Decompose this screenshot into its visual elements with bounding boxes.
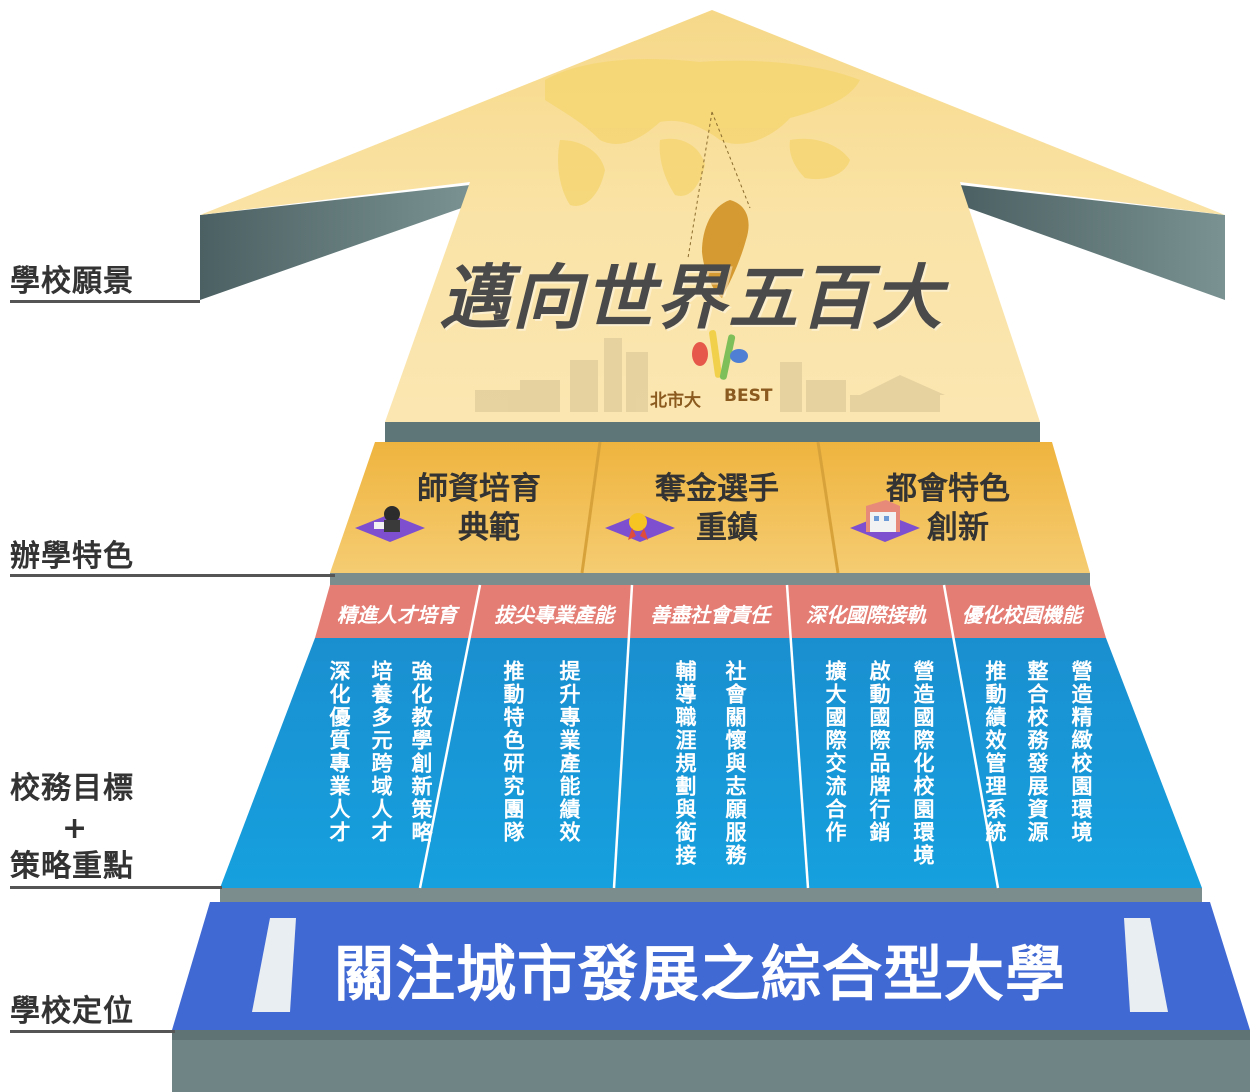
university-logo-icon xyxy=(692,330,748,380)
goal-social-item-2: 輔導職涯規劃與銜接 xyxy=(673,660,697,867)
goal-header-social: 善盡社會責任 xyxy=(650,603,770,627)
teacher-icon xyxy=(355,506,425,542)
feature-teacher-line1: 師資培育 xyxy=(417,471,541,507)
side-label-vision-underline xyxy=(10,300,200,303)
feature-urban-line1: 都會特色 xyxy=(886,471,1010,507)
goal-campus-item-3: 推動績效管理系統 xyxy=(983,660,1007,844)
left-pillar-icon xyxy=(252,918,296,1012)
side-label-strategy: 策略重點 xyxy=(10,849,134,884)
positioning-title: 關注城市發展之綜合型大學 xyxy=(334,940,1066,1010)
feature-teacher-education: 師資培育 典範 xyxy=(379,470,579,548)
city-building-icon xyxy=(850,500,920,542)
goal-research-item-1: 提升專業產能績效 xyxy=(557,660,581,844)
goal-header-research: 拔尖專業產能 xyxy=(494,603,614,627)
feature-athletes-line2: 重鎮 xyxy=(696,509,758,546)
side-label-goals: 校務目標 xyxy=(10,771,134,806)
goal-campus-item-2: 整合校務發展資源 xyxy=(1025,660,1049,844)
feature-urban-line2: 創新 xyxy=(927,509,989,546)
positioning-base xyxy=(172,1030,1250,1092)
logo-text-best: BEST xyxy=(724,386,773,406)
side-label-positioning: 學校定位 xyxy=(10,994,134,1029)
logo-text-chinese: 北市大 xyxy=(650,391,701,411)
vision-title: 邁向世界五百大 xyxy=(440,257,944,339)
goals-body xyxy=(220,638,1202,888)
side-label-goals-plus: + xyxy=(62,811,89,846)
city-skyline-icon xyxy=(475,338,945,412)
side-label-positioning-underline xyxy=(10,1030,175,1033)
goals-base xyxy=(220,888,1202,902)
features-band xyxy=(330,442,1090,573)
side-label-goals-underline xyxy=(10,886,222,889)
goal-international-item-1: 營造國際化校園環境 xyxy=(911,660,935,867)
goal-talent-item-1: 強化教學創新策略 xyxy=(409,660,433,844)
right-pillar-icon xyxy=(1124,918,1168,1012)
map-connector-lines xyxy=(687,111,751,259)
feature-teacher-line2: 典範 xyxy=(458,509,520,546)
world-map-icon xyxy=(545,59,860,206)
feature-gold-athletes: 奪金選手 重鎮 xyxy=(617,470,817,548)
feature-urban-innovation: 都會特色 創新 xyxy=(848,470,1048,548)
goal-international-item-3: 擴大國際交流合作 xyxy=(823,660,847,844)
side-label-features: 辦學特色 xyxy=(10,539,134,574)
goal-header-talent: 精進人才培育 xyxy=(337,603,457,627)
goals-header-band xyxy=(315,585,1106,638)
side-label-vision: 學校願景 xyxy=(10,264,134,299)
goal-research-item-2: 推動特色研究團隊 xyxy=(501,660,525,844)
goal-international-item-2: 啟動國際品牌行銷 xyxy=(867,660,891,844)
vision-arrow-base xyxy=(385,422,1040,442)
goals-separators xyxy=(418,584,1000,889)
goal-talent-item-2: 培養多元跨域人才 xyxy=(369,660,393,844)
goal-social-item-1: 社會關懷與志願服務 xyxy=(723,660,747,867)
goal-campus-item-1: 營造精緻校園環境 xyxy=(1069,660,1093,844)
arrow-wing-sides xyxy=(200,185,1225,300)
taiwan-map-icon xyxy=(702,200,749,298)
goal-header-campus: 優化校園機能 xyxy=(962,603,1082,627)
feature-athletes-line1: 奪金選手 xyxy=(655,471,779,507)
gold-medal-icon xyxy=(605,513,675,542)
goal-header-international: 深化國際接軌 xyxy=(806,603,926,627)
side-label-features-underline xyxy=(10,574,335,577)
goal-talent-item-3: 深化優質專業人才 xyxy=(327,660,351,844)
features-base xyxy=(330,573,1090,585)
positioning-band xyxy=(172,902,1250,1030)
